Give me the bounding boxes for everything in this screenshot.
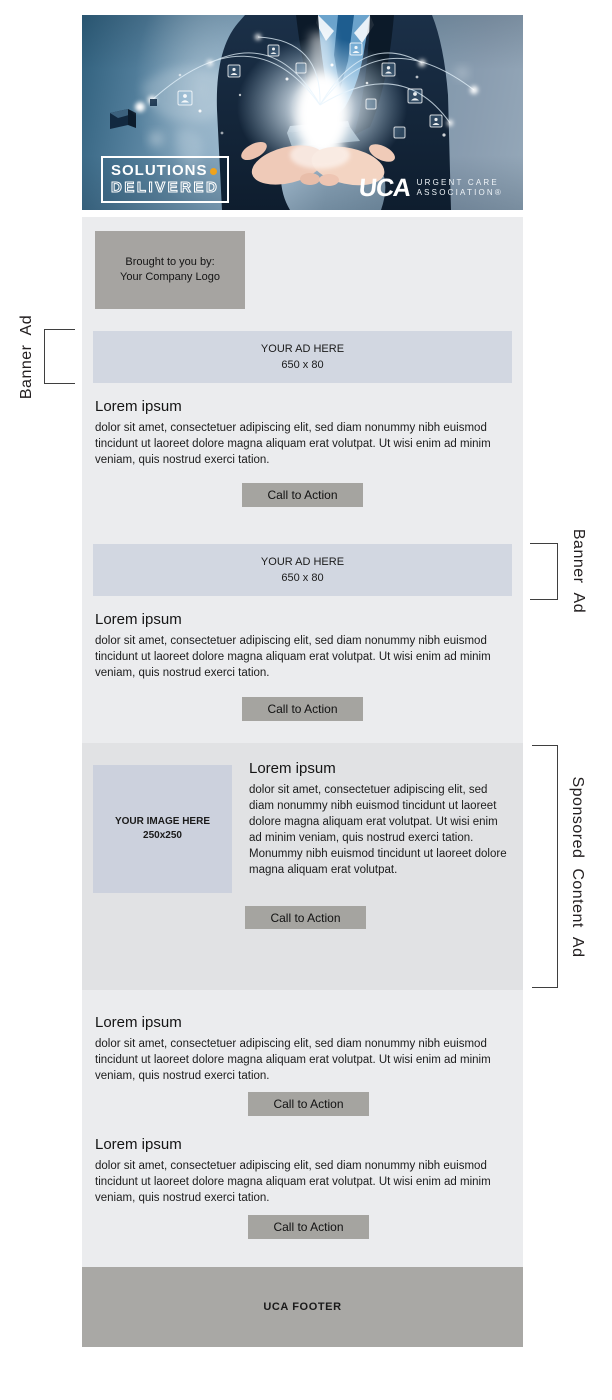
uca-footer: UCA FOOTER [82, 1267, 523, 1347]
uca-name-line2: ASSOCIATION® [416, 188, 503, 197]
sponsored-image-placeholder[interactable]: YOUR IMAGE HERE 250x250 [93, 765, 232, 893]
article-body-4: dolor sit amet, consectetuer adipiscing … [95, 1160, 491, 1204]
uca-logo: UCA URGENT CARE ASSOCIATION® [357, 174, 503, 202]
article-body-3: dolor sit amet, consectetuer adipiscing … [95, 1038, 491, 1082]
delivered-text: DELIVERED [110, 179, 220, 197]
cta-button-4[interactable]: Call to Action [248, 1215, 369, 1239]
annotation-banner-ad-right: Banner Ad [570, 528, 587, 614]
sponsored-heading: Lorem ipsum [249, 760, 336, 777]
bracket-banner-ad-left [44, 329, 75, 384]
article-body-2: dolor sit amet, consectetuer adipiscing … [95, 635, 491, 679]
cta-button-2[interactable]: Call to Action [242, 697, 363, 721]
banner-ad-2-line2: 650 x 80 [281, 572, 324, 584]
image-placeholder-line2: 250x250 [143, 830, 182, 841]
banner-ad-1-line1: YOUR AD HERE [260, 343, 345, 355]
sponsor-box-line1: Brought to you by: [125, 256, 215, 268]
sponsor-logo-placeholder[interactable]: Brought to you by: Your Company Logo [95, 231, 245, 309]
article-heading-1: Lorem ipsum [95, 398, 182, 415]
solutions-dot-icon [209, 168, 217, 175]
uca-wordmark: UCA [357, 174, 413, 202]
sponsor-box-line2: Your Company Logo [120, 271, 220, 283]
banner-ad-1-line2: 650 x 80 [281, 359, 324, 371]
article-heading-3: Lorem ipsum [95, 1014, 182, 1031]
bracket-banner-ad-right [530, 543, 558, 600]
article-heading-4: Lorem ipsum [95, 1136, 182, 1153]
article-heading-2: Lorem ipsum [95, 611, 182, 628]
image-placeholder-line1: YOUR IMAGE HERE [114, 816, 210, 827]
bracket-sponsored-content-ad [532, 745, 558, 988]
solutions-text: SOLUTIONS [111, 162, 208, 179]
cta-button-3[interactable]: Call to Action [248, 1092, 369, 1116]
annotation-sponsored-content-ad: Sponsored Content Ad [569, 776, 586, 958]
hero-illustration [110, 15, 478, 210]
banner-ad-placeholder-2[interactable]: YOUR AD HERE 650 x 80 [93, 544, 512, 596]
sponsored-body: dolor sit amet, consectetuer adipiscing … [249, 784, 507, 876]
hero-image: SOLUTIONS DELIVERED UCA URGENT CARE ASSO… [82, 15, 523, 210]
cta-button-sponsored[interactable]: Call to Action [245, 906, 366, 929]
annotation-banner-ad-left: Banner Ad [18, 314, 35, 400]
cta-button-1[interactable]: Call to Action [242, 483, 363, 507]
banner-ad-2-line1: YOUR AD HERE [260, 556, 345, 568]
banner-ad-placeholder-1[interactable]: YOUR AD HERE 650 x 80 [93, 331, 512, 383]
footer-label: UCA FOOTER [263, 1301, 342, 1313]
article-body-1: dolor sit amet, consectetuer adipiscing … [95, 422, 491, 466]
solutions-delivered-logo: SOLUTIONS DELIVERED [101, 156, 230, 203]
uca-name-line1: URGENT CARE [416, 178, 499, 187]
